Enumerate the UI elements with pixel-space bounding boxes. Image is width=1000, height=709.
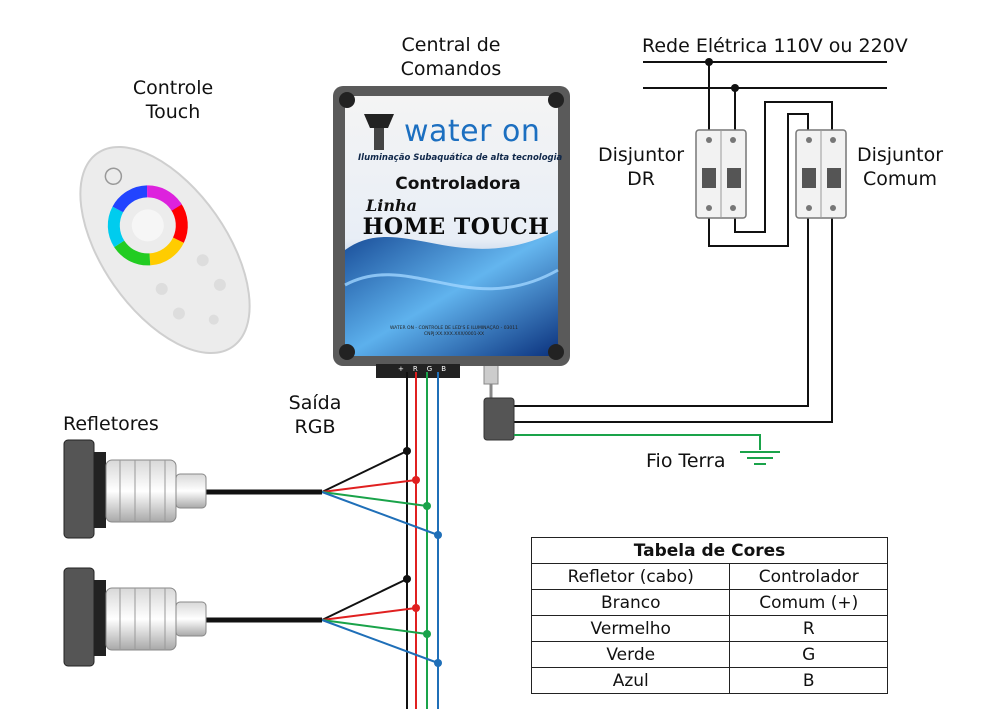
- table-row: Branco Comum (+): [530, 589, 888, 616]
- terminal-g: G: [426, 365, 433, 373]
- box-title: Controladora: [395, 174, 521, 194]
- label-fio-terra: Fio Terra: [646, 450, 726, 472]
- table-row: Verde G: [530, 641, 888, 668]
- label-disjuntor-dr: Disjuntor DR: [597, 144, 685, 190]
- box-brand: water on: [404, 114, 541, 149]
- table-header-refletor: Refletor (cabo): [530, 563, 731, 590]
- rgb-wires: [205, 372, 439, 709]
- label-refletores: Refletores: [63, 413, 159, 435]
- connector-icon: [483, 363, 515, 441]
- spotlight-icon-1: [63, 439, 207, 539]
- color-wheel-icon: [107, 185, 188, 266]
- remote-control-icon: [79, 146, 251, 354]
- wire-junctions: [403, 447, 442, 667]
- terminal-b: B: [441, 365, 446, 373]
- table-title-row: Tabela de Cores: [531, 537, 888, 564]
- table-cell: Vermelho: [530, 615, 731, 642]
- breaker-icon-dr: [695, 129, 747, 219]
- table-row: Vermelho R: [530, 615, 888, 642]
- table-cell: R: [729, 615, 888, 642]
- label-controle-touch: Controle Touch: [132, 77, 214, 123]
- table-title: Tabela de Cores: [531, 537, 888, 564]
- box-product: HOME TOUCH: [362, 214, 550, 240]
- spotlight-icon-2: [63, 567, 207, 667]
- breaker-icon-comum: [795, 129, 847, 219]
- table-cell: Comum (+): [729, 589, 888, 616]
- mains-lines: [514, 61, 887, 423]
- box-small-print: WATER ON - CONTROLE DE LED'S E ILUMINAÇÃ…: [389, 326, 519, 337]
- box-tagline: Iluminação Subaquática de alta tecnologi…: [358, 153, 563, 163]
- table-cell: G: [729, 641, 888, 668]
- junction-dot: [705, 58, 713, 66]
- table-row: Azul B: [530, 667, 888, 694]
- controller-box: [333, 86, 570, 378]
- label-saida-rgb: Saída RGB: [288, 392, 342, 438]
- label-central-comandos: Central de Comandos: [400, 34, 502, 80]
- table-header-controlador: Controlador: [729, 563, 888, 590]
- tabela-de-cores: Tabela de Cores Refletor (cabo) Controla…: [530, 537, 888, 694]
- label-disjuntor-comum: Disjuntor Comum: [856, 144, 944, 190]
- box-linha: Linha: [366, 196, 417, 215]
- terminal-r: R: [412, 365, 418, 373]
- label-rede-eletrica: Rede Elétrica 110V ou 220V: [642, 35, 908, 57]
- terminal-common: +: [398, 365, 404, 373]
- table-header-row: Refletor (cabo) Controlador: [530, 563, 888, 590]
- table-cell: B: [729, 667, 888, 694]
- earth-wire: [514, 434, 761, 450]
- table-cell: Verde: [530, 641, 731, 668]
- earth-ground-icon: [740, 451, 780, 465]
- junction-dot: [731, 84, 739, 92]
- terminal-labels: + R G B: [398, 365, 446, 377]
- table-cell: Branco: [530, 589, 731, 616]
- table-cell: Azul: [530, 667, 731, 694]
- water-on-logo-icon: [364, 114, 394, 150]
